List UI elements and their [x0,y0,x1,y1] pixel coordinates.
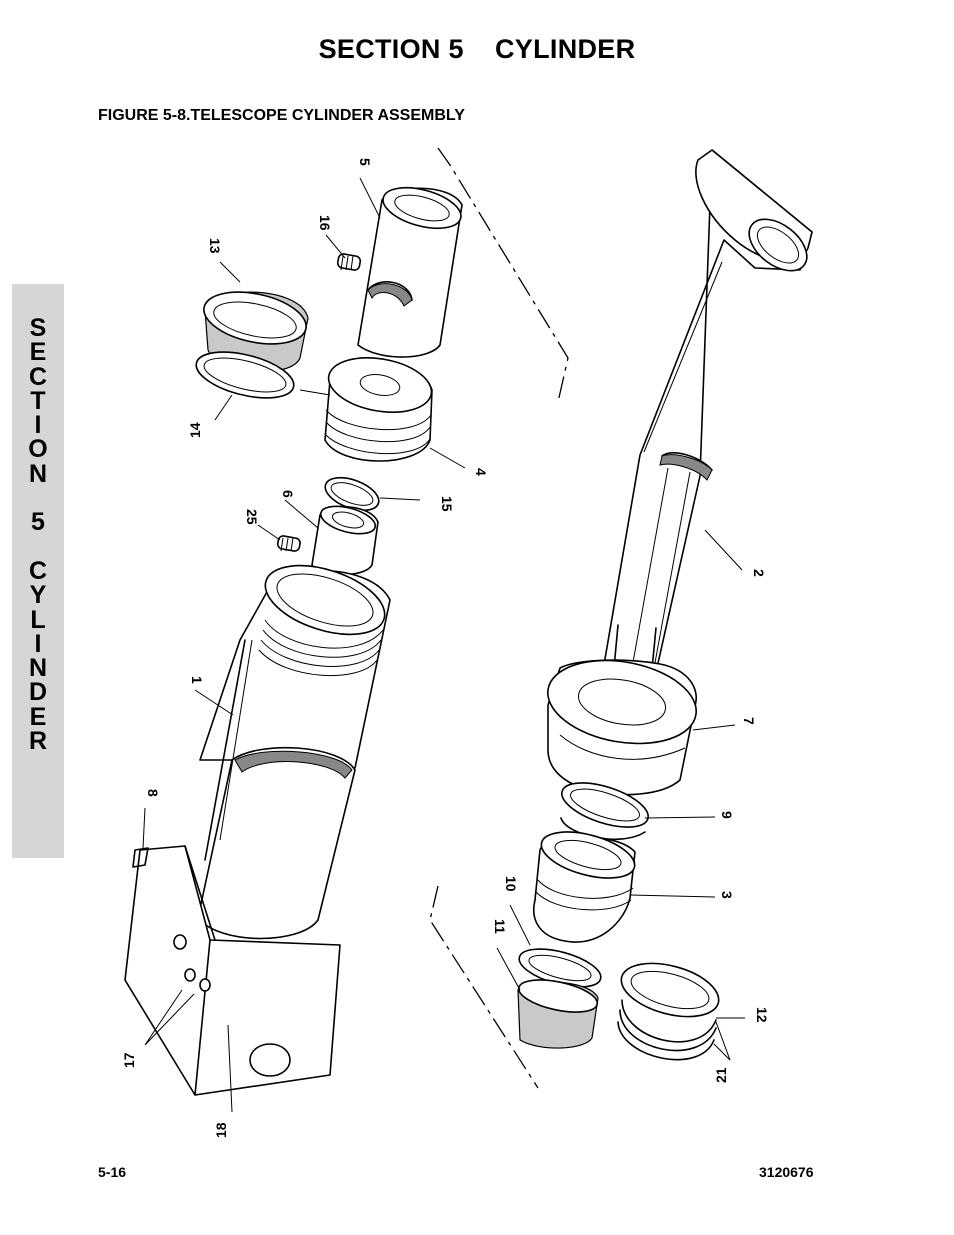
callout-5: 5 [357,158,373,166]
part-12-21-seals [617,962,720,1061]
part-1-barrel [197,564,391,940]
callout-8: 8 [145,789,161,797]
callout-3: 3 [719,891,735,899]
callout-12: 12 [754,1007,770,1023]
centerline-upper [437,147,569,403]
callout-21: 21 [713,1067,729,1083]
leader-lines [142,177,745,1113]
part-10-11-rings [517,948,602,1049]
callout-16: 16 [317,215,333,231]
document-number: 3120676 [759,1164,814,1180]
callout-10: 10 [503,876,519,892]
part-3-piston [533,831,636,943]
callout-13: 13 [207,238,223,254]
callout-4: 4 [473,468,489,476]
callout-17: 17 [121,1052,137,1068]
callout-15: 15 [439,496,455,512]
section-title: SECTION 5 CYLINDER [318,34,636,64]
part-9-ring [560,782,649,840]
part-14-seal [195,351,295,399]
callout-9: 9 [719,811,735,819]
section-side-tab: S E C T I O N 5 C Y L I N D E R [12,284,64,858]
side-tab-label: S E C T I O N 5 C Y L I N D E R [28,314,48,756]
callout-7: 7 [741,717,757,725]
part-5-tube [357,186,463,358]
centerline-lower [429,885,539,1089]
figure-title: FIGURE 5-8.TELESCOPE CYLINDER ASSEMBLY [98,107,465,124]
callout-11: 11 [492,919,508,934]
callout-2: 2 [751,569,767,577]
cylinder-base-block [124,845,341,1096]
part-25-set-screw [276,535,301,552]
callout-14: 14 [187,422,203,438]
part-4-head [324,357,433,462]
part-6-spacer [311,505,379,576]
page-number: 5-16 [98,1164,127,1180]
part-16-set-screw [336,253,362,271]
callout-18: 18 [213,1122,229,1138]
callout-25: 25 [244,509,260,525]
callout-6: 6 [280,490,296,498]
part-2-rod [599,149,813,691]
part-7-nut [547,659,697,796]
callout-1: 1 [189,676,205,684]
